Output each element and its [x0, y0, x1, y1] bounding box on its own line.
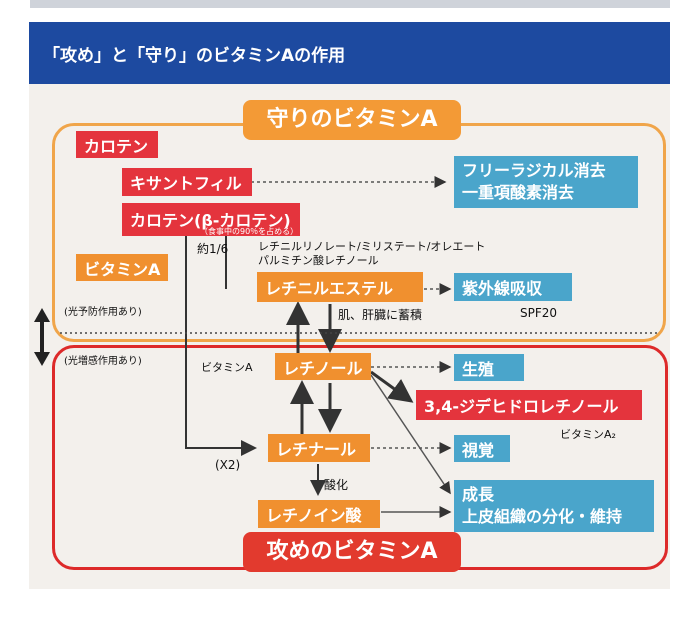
x2-label: (X2)	[215, 458, 241, 472]
vitamin-a-side-label: ビタミンA	[201, 361, 253, 374]
xanthophyll-box: キサントフィル	[122, 168, 252, 196]
retinal-box: レチナール	[268, 434, 370, 462]
light-protection-label: (光予防作用あり)	[64, 307, 142, 318]
spf-label: SPF20	[520, 306, 558, 320]
beta-carotene-note: （食事中の90％を占める）	[200, 227, 299, 236]
page-title: 「攻め」と「守り」のビタミンAの作用	[29, 22, 670, 84]
ester-types-label: レチニルリノレート/ミリステート/オレエート パルミチン酸レチノール	[258, 240, 486, 267]
ratio-label: 約1/6	[197, 242, 229, 256]
photosensitization-label: (光増感作用あり)	[64, 356, 142, 367]
reproduction-box: 生殖	[454, 354, 524, 381]
carotene-box: カロテン	[76, 131, 158, 158]
growth-box: 成長 上皮組織の分化・維持	[454, 480, 654, 532]
top-band	[30, 0, 670, 8]
vitamin-a2-label: ビタミンA₂	[560, 428, 616, 441]
dehydroretinol-box: 3,4-ジデヒドロレチノール	[416, 390, 642, 420]
offense-vitamin-a-title: 攻めのビタミンA	[243, 532, 461, 572]
vision-box: 視覚	[454, 435, 510, 462]
arrow-retinol-growth	[370, 374, 451, 495]
retinyl-ester-box: レチニルエステル	[257, 272, 423, 302]
vitamin-a-box: ビタミンA	[76, 254, 168, 281]
free-radical-box: フリーラジカル消去 一重項酸素消去	[454, 156, 638, 208]
retinoic-acid-box: レチノイン酸	[258, 500, 380, 528]
beta-carotene-box: カロテン(β-カロテン)	[122, 203, 300, 236]
arrow-retinol-dehydro	[370, 370, 414, 403]
page-title-text: 「攻め」と「守り」のビタミンAの作用	[43, 45, 346, 66]
arrow-betacarotene-retinal	[185, 236, 257, 456]
beta-carotene-label: カロテン(β-カロテン)	[130, 211, 291, 230]
defense-vitamin-a-title: 守りのビタミンA	[243, 100, 461, 140]
retinol-box: レチノール	[275, 353, 371, 380]
uv-absorption-box: 紫外線吸収	[454, 273, 572, 301]
storage-label: 肌、肝臓に蓄積	[338, 308, 423, 322]
oxidation-label: 酸化	[324, 478, 349, 492]
